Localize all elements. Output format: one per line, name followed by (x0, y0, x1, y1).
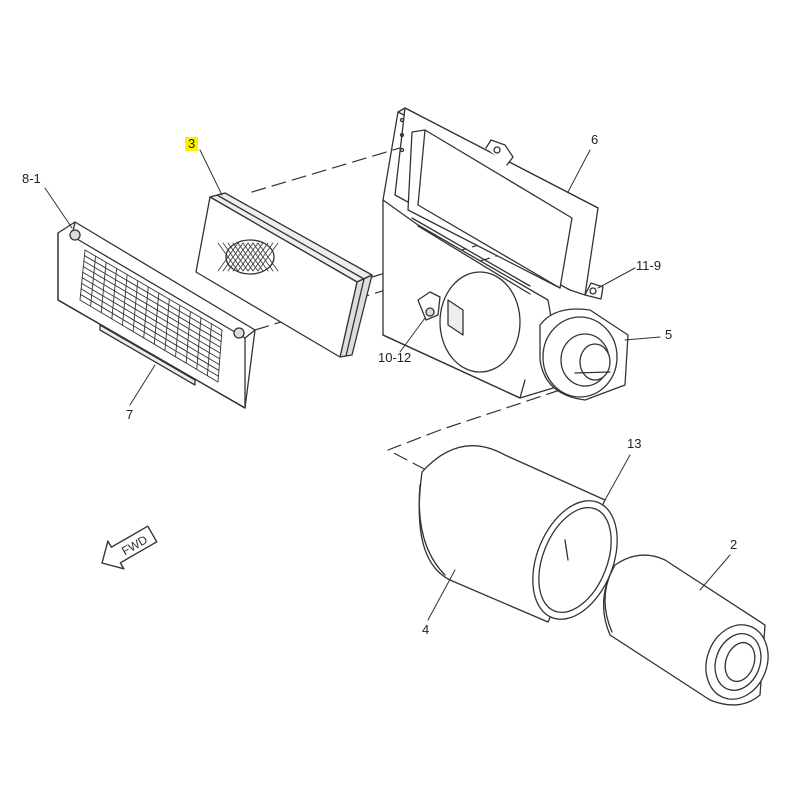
outer-filter-element (418, 445, 618, 623)
callout-7[interactable]: 7 (126, 407, 134, 422)
filter-mesh (217, 239, 279, 275)
leader-lines (44, 149, 731, 621)
callout-4[interactable]: 4 (422, 622, 430, 637)
inner-filter-element (602, 554, 769, 706)
callout-5[interactable]: 5 (665, 327, 673, 342)
air-box-housing (382, 107, 604, 399)
outlet-fitting (539, 308, 629, 401)
callout-13[interactable]: 13 (627, 436, 642, 451)
callout-11-9[interactable]: 11-9 (636, 258, 662, 273)
callout-3[interactable]: 3 (185, 137, 199, 151)
cover-panel (57, 221, 256, 409)
fwd-arrow-icon: FWD (101, 525, 158, 570)
callout-8-1[interactable]: 8-1 (22, 171, 41, 186)
callout-2[interactable]: 2 (730, 537, 738, 552)
cover-grid (79, 249, 223, 383)
panel-filter (195, 192, 373, 358)
callout-6[interactable]: 6 (591, 132, 599, 147)
callout-10-12[interactable]: 10-12 (378, 350, 412, 365)
